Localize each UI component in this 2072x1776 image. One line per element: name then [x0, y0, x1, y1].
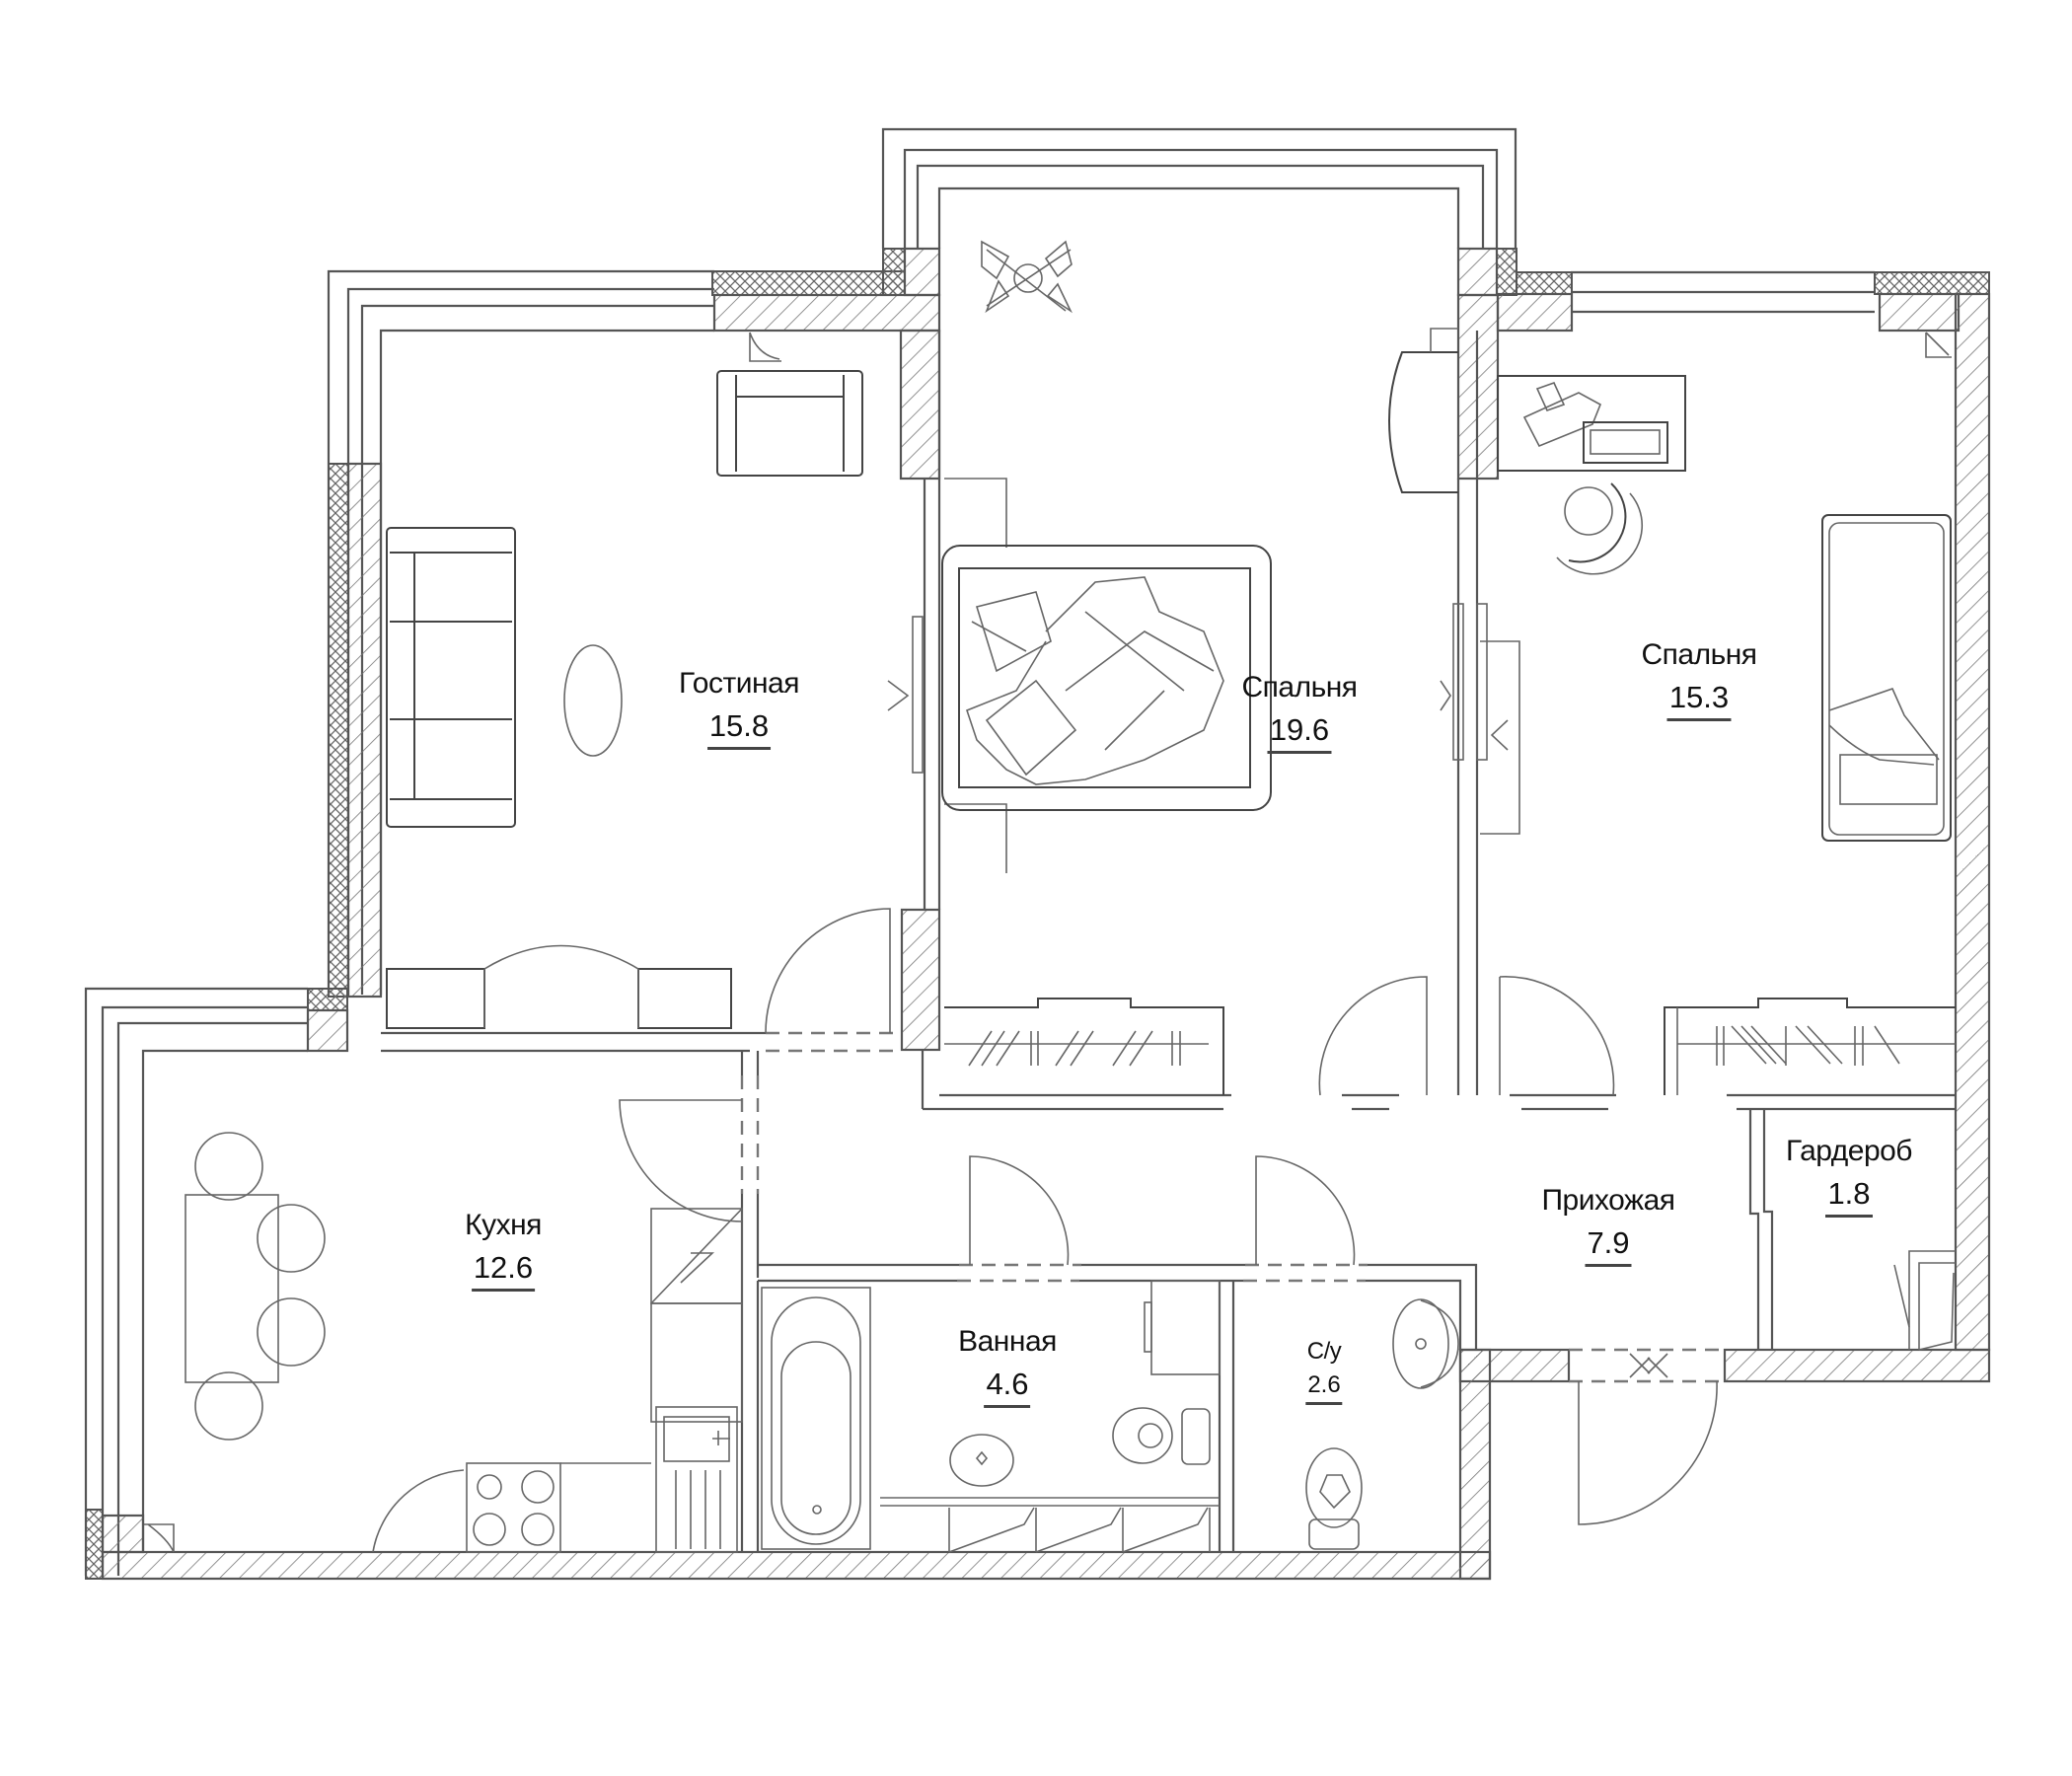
cooktop-icon	[466, 1462, 561, 1553]
room-bathroom: Ванная 4.6	[958, 1325, 1057, 1408]
room-bedroom-second: Спальня 15.3	[1641, 638, 1757, 721]
room-area: 7.9	[1585, 1225, 1632, 1267]
office-chair-icon	[1556, 482, 1644, 575]
partitions	[381, 331, 1956, 1552]
room-wardrobe: Гардероб 1.8	[1786, 1135, 1912, 1218]
sofa-icon	[386, 527, 516, 828]
sink-icon	[655, 1406, 738, 1553]
dining-chair-icon	[194, 1132, 263, 1201]
room-area: 15.3	[1666, 680, 1732, 721]
room-name: Гостиная	[679, 667, 799, 700]
plant-icon	[981, 240, 1073, 314]
furniture	[101, 240, 1956, 1554]
toilet-icon	[1112, 1407, 1211, 1465]
entrance-door	[1578, 1380, 1718, 1525]
room-name: Спальня	[1641, 638, 1757, 671]
keyboard-icon	[1583, 421, 1668, 464]
bath-shelves-icon	[880, 1497, 1220, 1553]
room-area: 19.6	[1267, 712, 1332, 754]
dining-table-icon	[185, 1132, 326, 1441]
room-name: Гардероб	[1786, 1135, 1912, 1167]
wc-toilet-icon	[1305, 1447, 1363, 1550]
desk-icon	[1497, 375, 1686, 472]
room-living: Гостиная 15.8	[679, 667, 799, 750]
doors	[372, 908, 1718, 1553]
room-area: 15.8	[706, 708, 772, 750]
walls	[85, 247, 1991, 1581]
wardrobe-closet-icon	[944, 998, 1224, 1095]
bathtub-icon	[761, 1287, 871, 1550]
room-area: 2.6	[1305, 1371, 1343, 1405]
single-bed-icon	[1821, 514, 1952, 842]
wardrobe-shelf-icon	[1893, 1250, 1956, 1351]
double-bed-icon	[941, 545, 1272, 811]
coffee-table-icon	[563, 644, 623, 757]
room-kitchen: Кухня 12.6	[465, 1209, 542, 1292]
room-name: Кухня	[465, 1209, 542, 1241]
dresser-icon	[386, 944, 732, 1029]
vanity-table-icon	[1388, 328, 1458, 493]
wc-washbasin-icon	[1392, 1298, 1459, 1389]
room-name: Ванная	[958, 1325, 1057, 1358]
room-area: 1.8	[1825, 1176, 1873, 1218]
armchair-icon	[716, 370, 863, 477]
washbasin-icon	[949, 1434, 1014, 1487]
room-bedroom-main: Спальня 19.6	[1241, 671, 1358, 754]
wardrobe-closet-2-icon	[1664, 998, 1956, 1095]
room-area: 12.6	[471, 1250, 536, 1292]
room-name: Прихожая	[1541, 1184, 1675, 1217]
room-wc: С/у 2.6	[1305, 1338, 1343, 1405]
room-name: С/у	[1306, 1338, 1342, 1365]
room-name: Спальня	[1241, 671, 1358, 703]
room-hallway: Прихожая 7.9	[1541, 1184, 1675, 1267]
fridge-icon	[650, 1208, 743, 1304]
room-area: 4.6	[984, 1367, 1031, 1408]
